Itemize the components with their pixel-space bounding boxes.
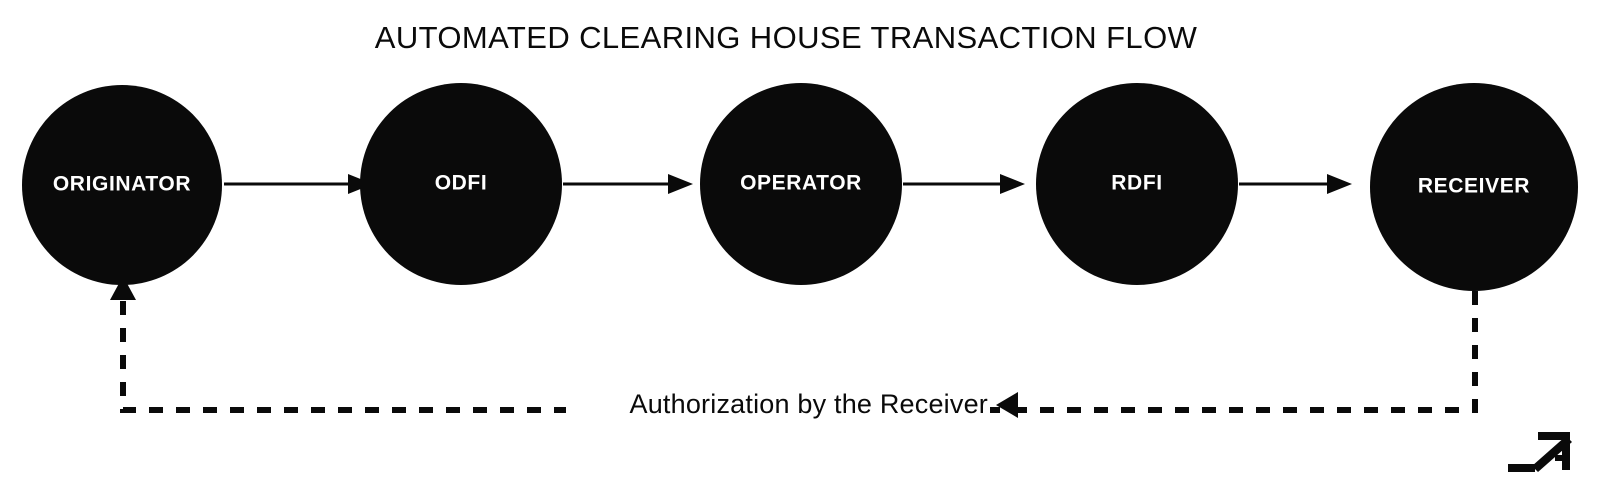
node-shape[interactable] bbox=[1370, 83, 1578, 291]
logo-stem-horizontal bbox=[1538, 432, 1570, 440]
arrow-head-right-icon bbox=[668, 174, 693, 194]
arrow-up-right-logo bbox=[1508, 432, 1572, 472]
node-shape[interactable] bbox=[360, 83, 562, 285]
node-label-receiver: RECEIVER bbox=[1418, 175, 1530, 198]
edge-receiver-to-originator-return: Authorization by the Receiver bbox=[110, 276, 1478, 424]
page-title: AUTOMATED CLEARING HOUSE TRANSACTION FLO… bbox=[375, 20, 1198, 55]
edge-odfi-to-operator bbox=[563, 174, 693, 194]
node-odfi[interactable]: ODFI bbox=[360, 83, 562, 285]
node-shape[interactable] bbox=[22, 85, 222, 285]
node-rdfi[interactable]: RDFI bbox=[1036, 83, 1238, 285]
node-shape[interactable] bbox=[700, 83, 902, 285]
arrow-head-right-icon bbox=[1327, 174, 1352, 194]
arrow-head-up-icon bbox=[110, 276, 136, 300]
node-operator[interactable]: OPERATOR bbox=[700, 83, 902, 285]
node-originator[interactable]: ORIGINATOR bbox=[22, 85, 222, 285]
node-receiver[interactable]: RECEIVER bbox=[1370, 83, 1578, 291]
logo-diagonal bbox=[1532, 436, 1572, 472]
edge-operator-to-rdfi bbox=[903, 174, 1025, 194]
logo-tick bbox=[1555, 455, 1564, 461]
node-label-odfi: ODFI bbox=[435, 172, 488, 195]
arrow-head-left-icon bbox=[996, 392, 1018, 418]
return-edge-label: Authorization by the Receiver bbox=[630, 389, 989, 419]
edge-rdfi-to-receiver bbox=[1239, 174, 1352, 194]
node-label-rdfi: RDFI bbox=[1111, 172, 1162, 195]
logo-baseline bbox=[1508, 464, 1535, 472]
node-label-operator: OPERATOR bbox=[740, 172, 862, 195]
node-label-originator: ORIGINATOR bbox=[53, 173, 191, 196]
arrow-head-right-icon bbox=[1000, 174, 1025, 194]
return-label-backdrop bbox=[566, 388, 990, 424]
node-shape[interactable] bbox=[1036, 83, 1238, 285]
